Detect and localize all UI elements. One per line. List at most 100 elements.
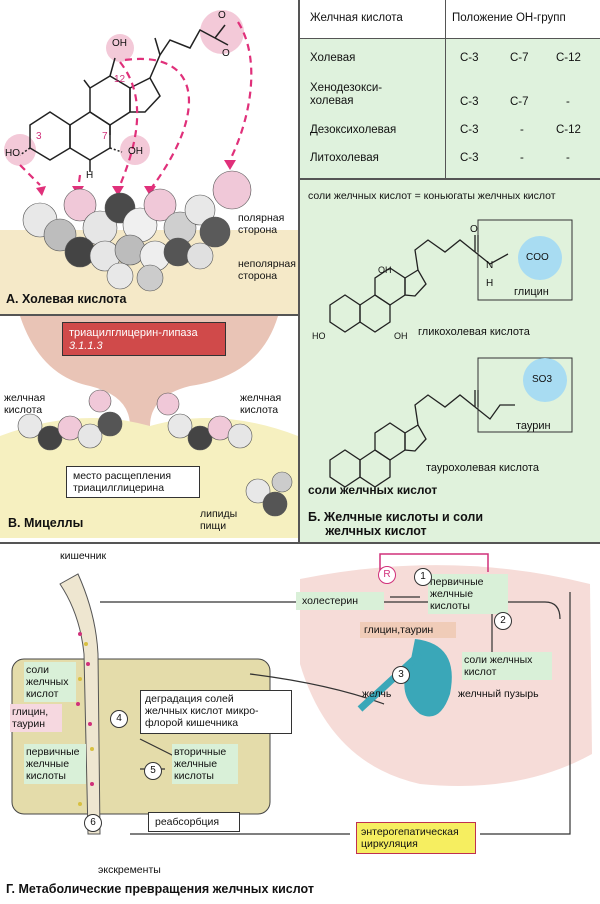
atom-label: HO xyxy=(312,331,326,341)
reabsorption-box: реабсорбция xyxy=(148,812,240,832)
bile-acid-left-label: желчная кислота xyxy=(4,392,46,416)
taurocholic-acid-label: таурохолевая кислота xyxy=(426,462,539,474)
bile-salts-structures xyxy=(329,219,573,488)
bile-salts-intestine-label: соли желчных кислот xyxy=(26,664,69,700)
panel-micelles: триацилглицерин-липаза 3.1.1.3 желчная к… xyxy=(0,316,298,538)
table-cell: C-12 xyxy=(556,124,581,136)
intestine-label: кишечник xyxy=(60,550,107,562)
nonpolar-side-label: неполярная сторона xyxy=(238,258,296,282)
ring-number: 3 xyxy=(36,131,42,142)
cleavage-site-box: место расщепления триацилглицерина xyxy=(66,466,200,498)
step-marker: 4 xyxy=(110,710,128,728)
atom-label: HO xyxy=(5,148,20,159)
enterohepatic-box: энтерогепатическая циркуляция xyxy=(356,822,476,854)
panel-bile-salts: соли желчных кислот = коньюгаты желчных … xyxy=(300,180,600,542)
reabsorption-label: реабсорбция xyxy=(155,816,220,828)
step-marker: 2 xyxy=(494,612,512,630)
gly-tau-intestine-label: глицин, таурин xyxy=(12,706,49,730)
column-header: Положение ОН-групп xyxy=(452,12,566,24)
table-cell: C-3 xyxy=(460,52,479,64)
step-marker: 3 xyxy=(392,666,410,684)
bile-salts-liver: соли желчных кислот xyxy=(462,652,552,680)
panel-metabolism: кишечник соли желчных кислот глицин, тау… xyxy=(0,544,600,904)
secondary-acids-label: вторичные желчные кислоты xyxy=(174,746,227,782)
table-cell: Литохолевая xyxy=(310,152,379,164)
bile-acid-right-label: желчная кислота xyxy=(240,392,282,416)
table-cell: C-7 xyxy=(510,52,529,64)
gallbladder-label: желчный пузырь xyxy=(458,688,539,700)
table-cell: - xyxy=(566,152,570,164)
atom-label: O xyxy=(222,48,230,59)
table-header: Желчная кислота Положение ОН-групп xyxy=(300,0,600,39)
panel-g-caption: Г. Метаболические превращения желчных ки… xyxy=(6,882,314,896)
panel-divider xyxy=(0,542,600,544)
bile-label: желчь xyxy=(362,688,392,700)
table-divider xyxy=(445,0,446,178)
table-cell: - xyxy=(566,96,570,108)
panel-a-caption: А. Холевая кислота xyxy=(6,292,127,306)
atom-label: O xyxy=(470,224,478,235)
ring-number: 12 xyxy=(114,74,126,85)
ring-number: 7 xyxy=(102,131,108,142)
table-cell: - xyxy=(520,124,524,136)
table-cell: C-12 xyxy=(556,52,581,64)
step-marker: 1 xyxy=(414,568,432,586)
table-cell: C-3 xyxy=(460,152,479,164)
panel-divider xyxy=(298,0,300,542)
atom-label: H xyxy=(486,278,494,289)
degradation-label: деградация солей желчных кислот микро- ф… xyxy=(145,693,259,729)
regulator-marker: R xyxy=(378,566,396,584)
taurine-label: таурин xyxy=(516,420,551,432)
gly-tau-liver: глицин,таурин xyxy=(360,622,456,638)
enzyme-ec: 3.1.1.3 xyxy=(69,340,103,352)
excrements-label: экскременты xyxy=(98,864,161,876)
enzyme-name: триацилглицерин-липаза xyxy=(69,327,198,339)
table-cell: Дезоксихолевая xyxy=(310,124,397,136)
atom-label: OH xyxy=(378,265,392,275)
atom-label: OH xyxy=(112,38,127,49)
primary-acids-liver-label: первичные желчные кислоты xyxy=(430,576,484,612)
gly-tau-liver-label: глицин,таурин xyxy=(364,624,434,636)
panel-v-caption: В. Мицеллы xyxy=(8,516,84,530)
table-cell: C-3 xyxy=(460,96,479,108)
gly-tau-intestine: глицин, таурин xyxy=(10,704,62,732)
cholesterol-box: холестерин xyxy=(296,592,384,610)
atom-label: H xyxy=(86,170,94,181)
table-cell: C-3 xyxy=(460,124,479,136)
primary-acids-intestine-label: первичные желчные кислоты xyxy=(26,746,80,782)
table-cell: Хенодезокси- холевая xyxy=(310,82,383,107)
panel-cholic-acid: OH HO OH H O O 3 7 12 полярная сторона н… xyxy=(0,0,298,314)
bile-acid-table: Желчная кислота Положение ОН-групп Холев… xyxy=(300,0,600,178)
sulfonate-group: SO3 xyxy=(532,374,553,385)
glycine-label: глицин xyxy=(514,286,549,298)
secondary-acids: вторичные желчные кислоты xyxy=(172,744,238,784)
primary-acids-liver: первичные желчные кислоты xyxy=(428,574,508,614)
panel-b-caption: Б. Желчные кислоты и соли желчных кислот xyxy=(308,510,484,538)
polar-side-label: полярная сторона xyxy=(238,212,285,236)
bile-salts-liver-label: соли желчных кислот xyxy=(464,654,533,678)
atom-label: OH xyxy=(128,146,143,157)
table-cell: - xyxy=(520,152,524,164)
bile-salts-intestine: соли желчных кислот xyxy=(24,662,76,702)
column-header: Желчная кислота xyxy=(310,12,403,24)
panel-divider xyxy=(0,314,298,316)
carboxylate-group: COO xyxy=(526,252,549,263)
cholic-acid-figure xyxy=(0,10,298,314)
atom-label: OH xyxy=(394,331,408,341)
table-cell: Холевая xyxy=(310,52,356,64)
table-cell: C-7 xyxy=(510,96,529,108)
atom-label: O xyxy=(218,10,226,21)
enterohepatic-label: энтерогепатическая циркуляция xyxy=(361,826,459,850)
glycocholic-acid-label: гликохолевая кислота xyxy=(418,326,530,338)
degradation-box: деградация солей желчных кислот микро- ф… xyxy=(140,690,292,734)
step-marker: 6 xyxy=(84,814,102,832)
cleavage-site-label: место расщепления триацилглицерина xyxy=(73,470,172,494)
dietary-lipids-label: липиды пищи xyxy=(200,508,238,532)
panel-divider xyxy=(300,178,600,180)
step-marker: 5 xyxy=(144,762,162,780)
cholesterol-label: холестерин xyxy=(302,595,358,607)
conjugates-label: соли желчных кислот = коньюгаты желчных … xyxy=(308,190,556,202)
atom-label: N xyxy=(486,260,494,271)
bile-salts-label: соли желчных кислот xyxy=(308,483,438,497)
primary-acids-intestine: первичные желчные кислоты xyxy=(24,744,86,784)
